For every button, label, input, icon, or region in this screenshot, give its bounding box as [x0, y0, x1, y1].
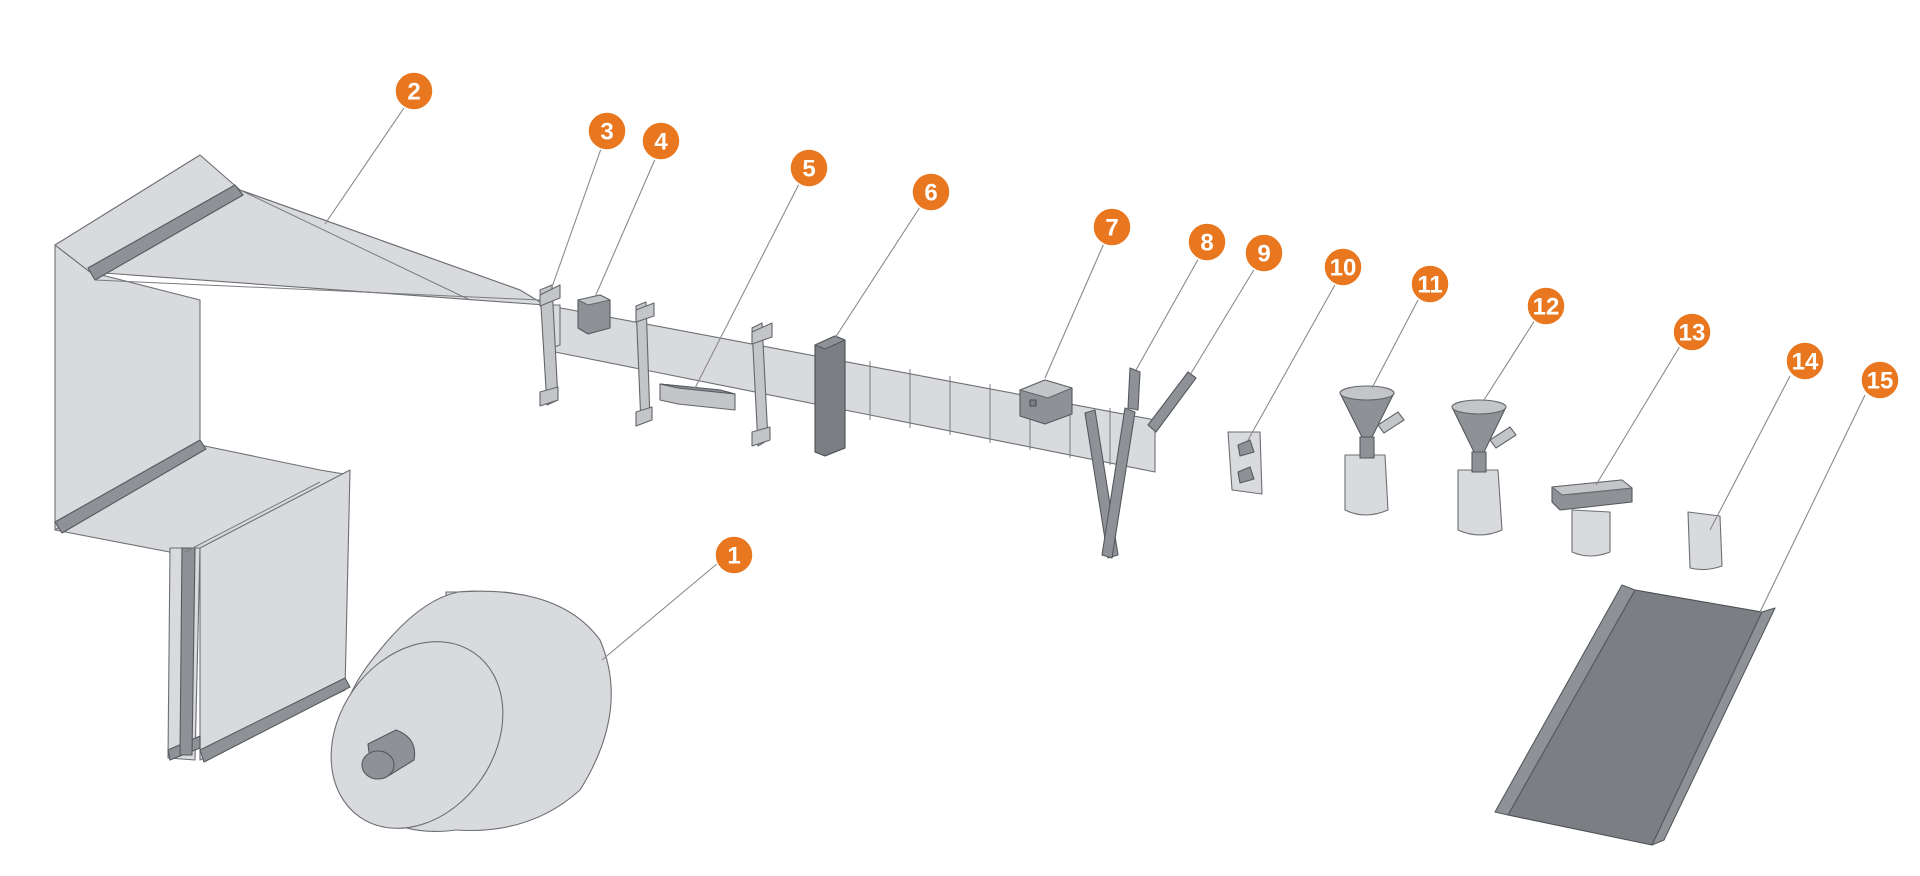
callout-label: 12 — [1533, 294, 1560, 321]
cutter-unit-7 — [1019, 379, 1073, 425]
callout-11: 11 — [1410, 264, 1450, 304]
film-guide-panels — [54, 244, 351, 763]
leader-lines — [324, 101, 1866, 661]
discharge-chute-15 — [1494, 584, 1776, 846]
leader-7 — [1044, 240, 1106, 379]
forming-triangle — [54, 154, 546, 306]
callout-7: 7 — [1092, 207, 1132, 247]
callout-3: 3 — [587, 111, 627, 151]
callout-label: 2 — [407, 79, 420, 106]
leader-10 — [1247, 282, 1337, 441]
callout-label: 5 — [802, 156, 815, 183]
edge-guide-c — [751, 322, 773, 447]
leader-4 — [594, 156, 657, 298]
leader-2 — [324, 101, 409, 225]
callout-14: 14 — [1785, 341, 1825, 381]
filling-hopper-12 — [1451, 399, 1517, 536]
film-roll — [330, 590, 612, 832]
callout-2: 2 — [394, 71, 434, 111]
top-sealer-13 — [1551, 479, 1633, 557]
leader-15 — [1759, 394, 1866, 613]
leader-6 — [834, 206, 921, 339]
folding-arms-8 — [1084, 367, 1141, 559]
leader-13 — [1595, 345, 1681, 486]
callout-label: 6 — [924, 180, 937, 207]
callout-8: 8 — [1187, 222, 1227, 262]
callout-label: 7 — [1105, 215, 1118, 242]
callout-10: 10 — [1323, 247, 1363, 287]
edge-guide-b — [635, 301, 655, 427]
callout-label: 14 — [1792, 349, 1819, 376]
callout-badges: 1 2 3 4 5 6 7 8 — [394, 71, 1900, 575]
leader-9 — [1189, 267, 1256, 376]
callout-label: 9 — [1257, 241, 1270, 268]
callout-label: 1 — [727, 543, 740, 570]
callout-label: 8 — [1200, 230, 1213, 257]
callout-15: 15 — [1860, 360, 1900, 400]
leader-5 — [694, 181, 801, 389]
filling-hopper-11 — [1339, 385, 1405, 516]
leader-8 — [1135, 255, 1201, 371]
callout-4: 4 — [641, 121, 681, 161]
callout-6: 6 — [911, 172, 951, 212]
vertical-sealer-6 — [814, 335, 846, 457]
callout-label: 4 — [654, 129, 668, 156]
callout-label: 3 — [600, 119, 613, 146]
heater-bar-5 — [659, 383, 736, 411]
finished-pouch-14 — [1687, 511, 1723, 571]
callout-label: 11 — [1417, 272, 1442, 299]
callout-9: 9 — [1244, 233, 1284, 273]
leader-11 — [1371, 299, 1419, 389]
edge-guide-3 — [539, 284, 561, 407]
guide-rail-9 — [1147, 371, 1197, 433]
leader-14 — [1709, 375, 1791, 531]
callout-13: 13 — [1672, 312, 1712, 352]
callout-5: 5 — [789, 148, 829, 188]
callout-12: 12 — [1526, 286, 1566, 326]
callout-1: 1 — [714, 535, 754, 575]
callout-label: 15 — [1867, 368, 1894, 395]
leader-1 — [601, 562, 719, 661]
leader-12 — [1483, 319, 1536, 401]
nozzle-plate-10 — [1227, 431, 1263, 495]
leader-3 — [551, 145, 603, 288]
callout-label: 10 — [1330, 255, 1357, 282]
sensor-box-4 — [577, 294, 611, 335]
callout-label: 13 — [1679, 320, 1706, 347]
